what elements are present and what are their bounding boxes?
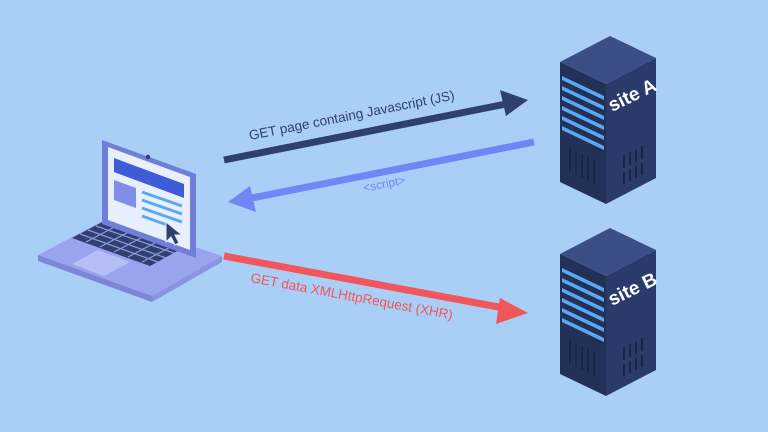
laptop-icon <box>38 140 222 302</box>
get-data-xhr-arrow <box>223 252 528 324</box>
script-arrow <box>228 138 535 212</box>
server-b-icon <box>560 228 656 396</box>
get-page-arrow <box>223 90 528 164</box>
server-a-icon <box>560 36 656 204</box>
mouse-pointer-icon <box>165 220 184 246</box>
